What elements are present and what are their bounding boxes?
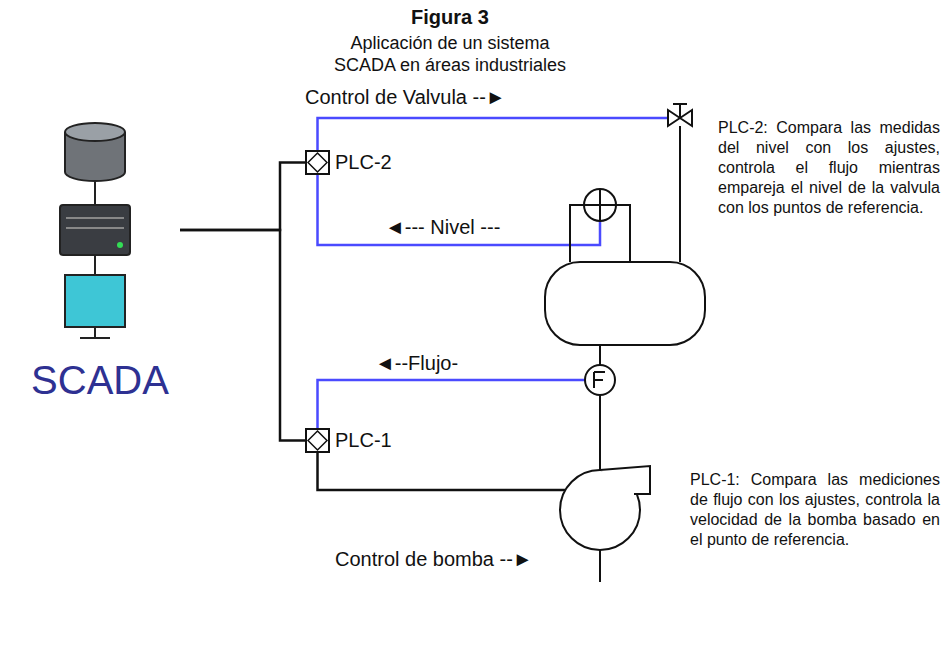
- pump-control-wire: [318, 453, 566, 490]
- valve-actuator: [673, 103, 687, 105]
- plc-diamond: [308, 153, 327, 172]
- note-text: PLC-1: Compara las mediciones de flujo c…: [690, 470, 940, 550]
- plc-box: [306, 151, 329, 174]
- pipe: [599, 395, 601, 470]
- network-wire: [180, 163, 305, 231]
- server-icon: [60, 205, 130, 255]
- level-sensor-circle: [584, 189, 616, 221]
- pipe: [679, 126, 681, 262]
- note-text: PLC-2: Compara las medidas del nivel con…: [718, 118, 940, 218]
- valve-symbol: [668, 104, 692, 262]
- station-label: SCADA: [31, 358, 169, 407]
- tank: [545, 262, 705, 345]
- plc-label: PLC-1: [335, 429, 392, 452]
- pump-line: [560, 345, 650, 582]
- wire: [94, 255, 96, 275]
- signal-label: ◄--Flujo-: [375, 352, 458, 375]
- level-sensor: [570, 189, 630, 262]
- sensor-mark: [599, 189, 601, 221]
- scada-icons: [60, 123, 130, 338]
- valve-control-wire: [318, 118, 669, 150]
- server-slot: [66, 217, 124, 219]
- monitor-stand: [94, 327, 96, 337]
- plc-symbol: [305, 428, 330, 453]
- level-signal-wire: [318, 175, 601, 245]
- signal-label: Control de Valvula --►: [305, 86, 506, 109]
- plc-label: PLC-2: [335, 151, 392, 174]
- wire: [94, 180, 96, 205]
- flow-sensor: [585, 365, 615, 395]
- signal-label: ◄--- Nivel ---: [385, 216, 500, 239]
- flow-signal-wire: [318, 380, 586, 428]
- pump-outlet: [600, 466, 650, 494]
- plc-diamond: [308, 431, 327, 450]
- flow-sensor-mark: [594, 372, 605, 388]
- signal-label: Control de bomba --►: [335, 548, 533, 571]
- figure-caption: Aplicación de un sistema SCADA en áreas …: [325, 32, 575, 76]
- valve-stem: [679, 104, 681, 118]
- network-wire: [180, 230, 305, 441]
- plc-box: [306, 429, 329, 452]
- server-led: [117, 242, 123, 248]
- monitor-base: [80, 337, 110, 339]
- monitor-icon: [65, 275, 125, 327]
- scada-station: SCADA: [20, 112, 180, 407]
- pump-stand: [599, 550, 601, 582]
- pipe: [599, 345, 601, 365]
- plc-symbol: [305, 150, 330, 175]
- database-top: [65, 123, 125, 141]
- plc-unit: PLC-1: [305, 428, 392, 453]
- server-slot: [66, 227, 124, 229]
- plc-unit: PLC-2: [305, 150, 392, 175]
- figure-title: Figura 3: [300, 6, 600, 29]
